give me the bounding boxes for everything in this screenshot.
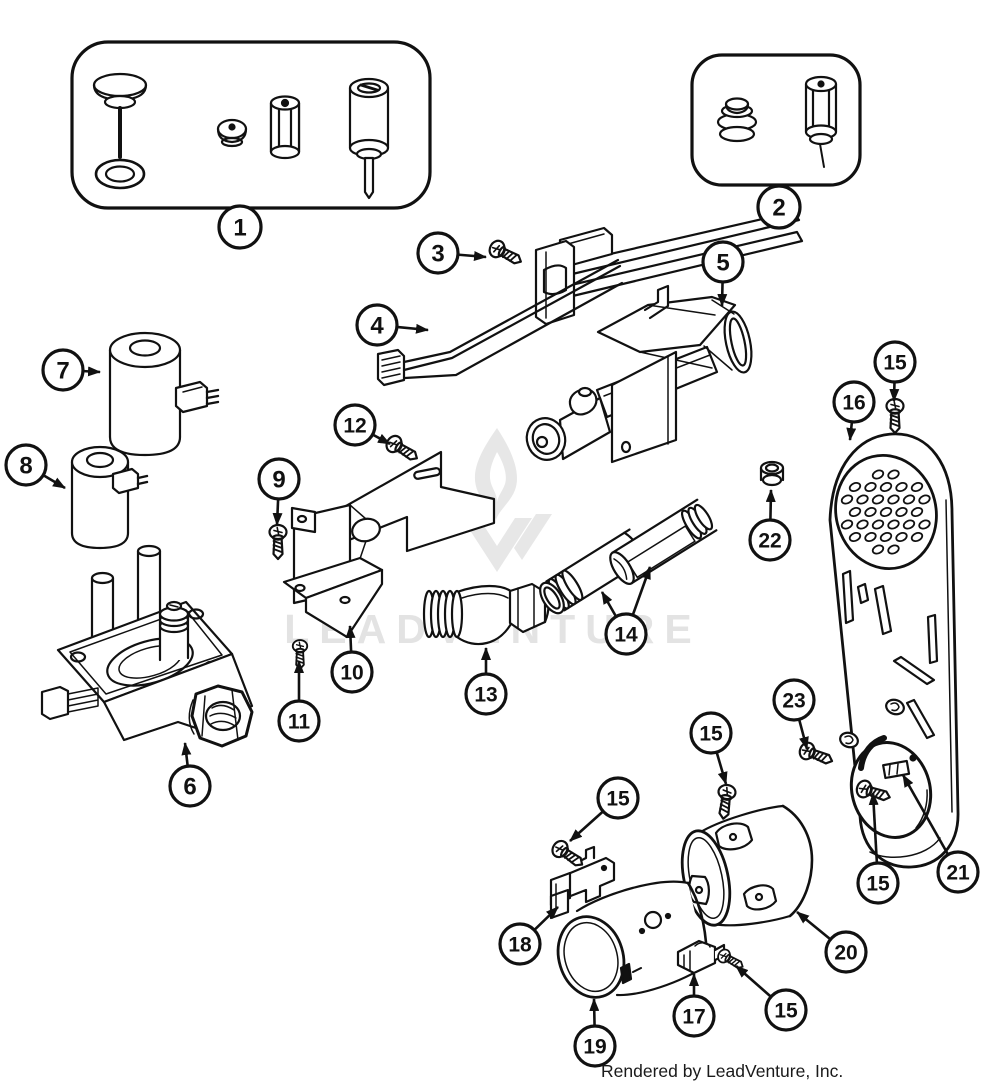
svg-text:15: 15 [774,1000,798,1023]
screw-3 [485,237,526,271]
svg-text:4: 4 [370,313,384,340]
part-sensor-clip [882,754,917,780]
svg-text:12: 12 [343,415,366,438]
callout-15[interactable]: 15 [856,792,900,905]
part-solenoid-coil-7 [108,331,220,457]
svg-text:23: 23 [782,690,805,713]
callout-6[interactable]: 6 [168,742,212,808]
svg-text:15: 15 [606,788,630,811]
callout-17[interactable]: 17 [672,973,716,1038]
callout-21[interactable]: 21 [901,774,980,894]
part-heater-drum [556,880,709,999]
svg-text:16: 16 [842,392,865,415]
part-gas-pipe-b [609,498,718,585]
callout-23[interactable]: 23 [772,678,816,750]
part-gas-valve [40,544,254,748]
callout-9[interactable]: 9 [257,457,301,526]
callouts: 1234567891011121314151615151515171819202… [4,184,980,1068]
svg-text:21: 21 [946,862,970,885]
callout-2[interactable]: 2 [756,184,802,230]
svg-text:8: 8 [19,453,32,480]
callout-20[interactable]: 20 [796,910,868,974]
callout-12[interactable]: 12 [333,403,391,447]
callout-5[interactable]: 5 [701,240,745,307]
kit1-button-plug [216,118,248,148]
svg-text:20: 20 [834,942,857,965]
svg-text:5: 5 [716,250,729,277]
screw-9 [268,523,288,561]
callout-7[interactable]: 7 [41,348,101,392]
svg-text:3: 3 [431,241,444,268]
callout-15[interactable]: 15 [735,965,808,1032]
part-switch-bracket [549,845,616,920]
svg-text:10: 10 [340,662,363,685]
housing-tab [742,884,778,911]
callout-19[interactable]: 19 [573,998,617,1068]
screw-12 [382,431,423,467]
svg-text:15: 15 [699,723,723,746]
part-heater-housing [680,804,814,927]
vent-holes [840,469,931,555]
part-mounting-bracket [282,450,496,639]
callout-14[interactable]: 14 [600,566,652,656]
callout-4[interactable]: 4 [355,303,429,347]
svg-text:15: 15 [866,873,890,896]
cover-grommet-hole [885,698,905,716]
screw-15a [885,397,905,435]
svg-text:18: 18 [508,934,532,957]
part-igniter [525,386,612,461]
svg-text:1: 1 [233,215,246,242]
cover-grommet-hole [839,731,859,749]
part-hardware-kit-box-1 [70,40,432,210]
screw-23 [796,739,837,771]
part-sensor-rod [376,258,624,387]
part-solenoid-coil-8 [70,445,149,550]
callout-15[interactable]: 15 [569,776,640,842]
callout-1[interactable]: 1 [217,204,263,250]
callout-22[interactable]: 22 [748,489,792,562]
svg-text:17: 17 [682,1006,705,1029]
callout-18[interactable]: 18 [498,906,559,966]
kit2-grommet [716,97,758,143]
svg-text:9: 9 [272,467,285,494]
part-hardware-kit-box-2 [690,53,862,187]
callout-16[interactable]: 16 [832,380,876,441]
kit1-orifice-fitting [348,77,390,200]
svg-text:22: 22 [758,530,781,553]
svg-text:19: 19 [583,1036,606,1059]
svg-text:11: 11 [288,711,311,734]
svg-text:2: 2 [772,195,785,222]
renderer-credit: Rendered by LeadVenture, Inc. [601,1061,843,1081]
kit1-hex-standoff [269,95,301,160]
svg-text:13: 13 [474,684,497,707]
housing-tab [714,822,754,851]
screw-15b [713,782,738,822]
callout-8[interactable]: 8 [4,443,66,490]
screw-15e [714,946,747,974]
callout-11[interactable]: 11 [277,660,321,743]
part-burner-cover [828,432,960,869]
callout-10[interactable]: 10 [330,625,374,694]
callout-15[interactable]: 15 [873,340,917,402]
kit2-hex-orifice [804,75,838,168]
callout-13[interactable]: 13 [464,647,508,716]
part-elbow-fitting [422,582,550,646]
part-burner-assembly [525,284,753,464]
callout-15[interactable]: 15 [689,711,733,785]
svg-text:6: 6 [183,774,196,801]
part-cap-plug [759,460,785,487]
svg-text:14: 14 [614,624,638,647]
kit1-cap-and-oring [92,72,148,190]
svg-text:15: 15 [883,352,907,375]
svg-text:7: 7 [56,358,69,385]
callout-3[interactable]: 3 [416,231,487,275]
screw-15c [548,836,589,873]
